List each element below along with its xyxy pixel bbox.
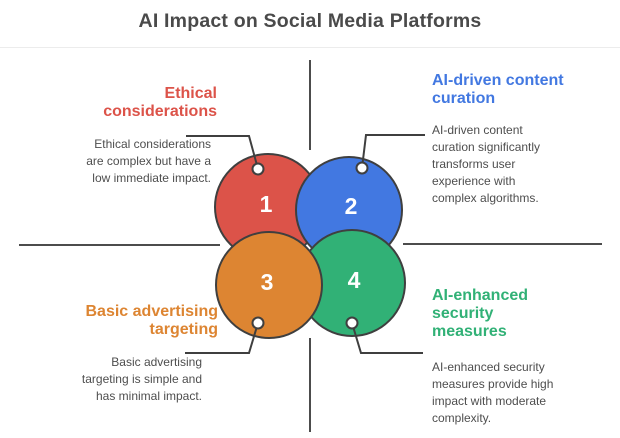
quadrant-2-description: AI-driven content curation significantly… bbox=[432, 123, 541, 205]
page-title: AI Impact on Social Media Platforms bbox=[138, 10, 482, 32]
connector-dot-1 bbox=[251, 162, 265, 176]
leader-line-1 bbox=[186, 135, 259, 170]
connector-dot-4 bbox=[345, 316, 359, 330]
quadrant-4-title: AI-enhanced security measures bbox=[432, 287, 529, 340]
leader-line-3 bbox=[185, 322, 259, 354]
connector-dot-2 bbox=[355, 161, 369, 175]
leader-line-2 bbox=[361, 134, 425, 169]
quadrant-2-title: AI-driven content curation bbox=[432, 72, 564, 107]
quadrant-circles bbox=[214, 153, 406, 339]
circle-3-basic-advertising-targeting bbox=[215, 231, 323, 339]
quadrant-3-title: Basic advertising targeting bbox=[85, 303, 219, 338]
quadrant-1-description: Ethical considerations are complex but h… bbox=[86, 137, 211, 185]
circle-number-2: 2 bbox=[345, 193, 358, 219]
circle-numbers: 1 2 3 4 bbox=[260, 191, 361, 295]
leader-line-4 bbox=[351, 322, 423, 354]
quadrant-3-description: Basic advertising targeting is simple an… bbox=[81, 355, 202, 403]
quadrant-4-description: AI-enhanced security measures provide hi… bbox=[432, 360, 554, 425]
title-divider bbox=[0, 47, 620, 48]
quadrant-1-title: Ethical considerations bbox=[103, 85, 217, 120]
axis-lines bbox=[19, 60, 602, 432]
circle-number-4: 4 bbox=[348, 267, 361, 293]
connector-dot-3 bbox=[251, 316, 265, 330]
leader-lines bbox=[185, 134, 425, 354]
connector-dots bbox=[251, 161, 369, 330]
circle-number-1: 1 bbox=[260, 191, 273, 217]
circle-number-3: 3 bbox=[261, 269, 274, 295]
